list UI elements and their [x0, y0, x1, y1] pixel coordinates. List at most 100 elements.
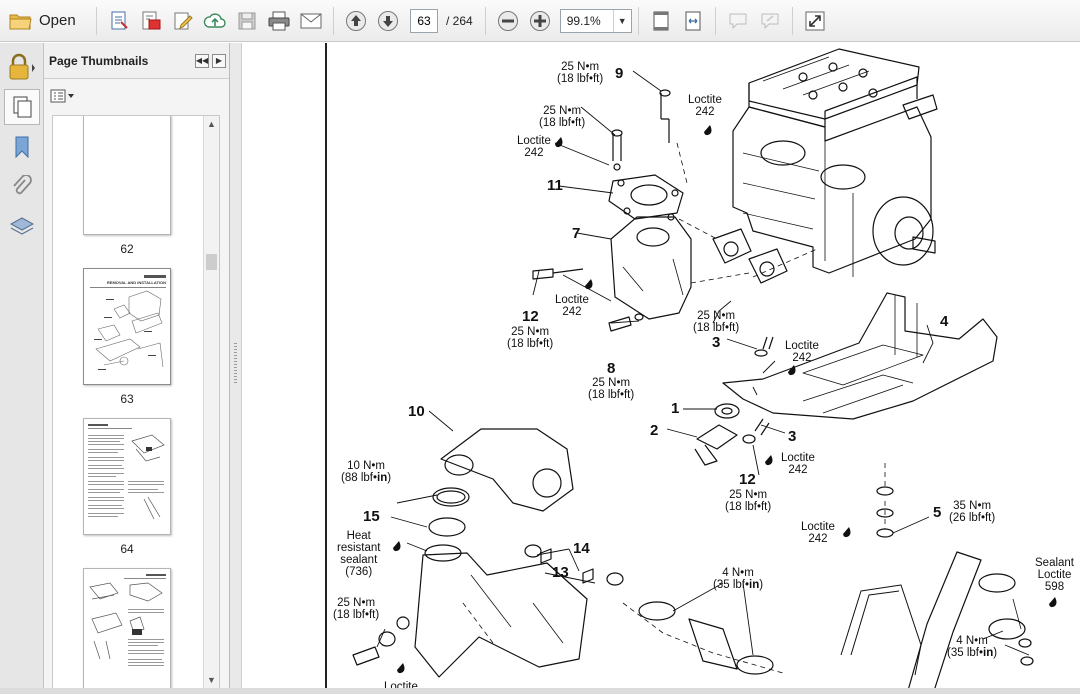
torque-unit-pre: (88 lbf•	[341, 472, 377, 484]
toolbar-separator	[791, 6, 793, 35]
torque-value: 25 N•m	[697, 310, 736, 322]
minus-circle-icon	[497, 10, 518, 31]
torque-unit-post: )	[759, 579, 764, 591]
envelope-icon	[300, 13, 322, 28]
callout-10: 10	[408, 403, 425, 420]
scrollbar-thumb[interactable]	[206, 254, 217, 270]
thumbnail-preview: REMOVAL AND INSTALLATION	[90, 275, 166, 370]
sealant-code: 242	[808, 533, 828, 545]
thumbnail-page-64[interactable]	[83, 418, 171, 535]
document-view[interactable]: 9 11 7 12 8 4 3 1 2 3 12 5 10 15 14 13 2…	[243, 43, 1080, 694]
previous-page-button[interactable]	[340, 6, 372, 36]
sign-button[interactable]	[754, 6, 786, 36]
horizontal-scrollbar[interactable]	[0, 688, 1080, 694]
sealant-name: Loctite	[688, 94, 722, 106]
callout-7: 7	[572, 225, 581, 242]
torque-unit-in: in	[377, 472, 388, 484]
double-chevron-left-icon: ◀◀	[195, 56, 209, 65]
torque-label-12-left: 25 N•m (18 lbf•ft)	[507, 326, 553, 350]
email-button[interactable]	[295, 6, 327, 36]
thumbnail-page-62[interactable]	[83, 116, 171, 235]
loctite-label: Loctite 242	[801, 521, 835, 545]
thumbnail-label: 62	[120, 242, 134, 256]
collapse-panel-button[interactable]: ◀◀	[195, 53, 209, 68]
next-page-button[interactable]	[372, 6, 404, 36]
torque-value: 35 N•m	[953, 500, 992, 512]
sealant-line: Heat	[346, 530, 371, 542]
thumbnail-list[interactable]: 62 REMOVAL AND INSTALLATION	[52, 115, 220, 689]
open-button[interactable]: Open	[4, 6, 90, 36]
sealant-line: Loctite	[1037, 569, 1072, 581]
arrow-up-circle-icon	[346, 10, 366, 31]
zoom-out-button[interactable]	[492, 6, 524, 36]
chevron-right-icon: ▶	[215, 56, 223, 65]
edit-pdf-button[interactable]	[167, 6, 199, 36]
callout-12-left: 12	[522, 308, 539, 325]
thumbnail-scrollbar[interactable]: ▲ ▼	[203, 116, 219, 688]
printer-icon	[268, 11, 290, 30]
bookmarks-button[interactable]	[4, 129, 40, 165]
torque-label-9: 25 N•m (18 lbf•ft)	[557, 61, 603, 85]
lock-icon	[9, 53, 35, 80]
expand-panel-button[interactable]: ▶	[212, 53, 226, 68]
callout-1: 1	[671, 400, 680, 417]
panel-splitter[interactable]	[230, 43, 242, 694]
panel-header: Page Thumbnails ◀◀ ▶	[44, 43, 229, 79]
main-toolbar: Open	[0, 0, 1080, 42]
torque-value-imperial: (18 lbf•ft)	[539, 117, 586, 129]
callout-15: 15	[363, 508, 380, 525]
callout-12-right: 12	[739, 471, 756, 488]
fit-page-button[interactable]	[645, 6, 677, 36]
page-number-input[interactable]	[410, 8, 438, 33]
zoom-value: 99.1%	[566, 13, 601, 28]
upload-cloud-button[interactable]	[199, 6, 231, 36]
torque-value: 25 N•m	[592, 377, 631, 389]
page-thumbnails-button[interactable]	[4, 89, 40, 125]
navigation-pane-strip	[0, 43, 44, 694]
loctite-label: Loctite 242	[555, 294, 589, 318]
sealant-line: (736)	[345, 566, 373, 578]
paperclip-icon	[13, 175, 32, 195]
attachments-button[interactable]	[4, 169, 40, 205]
lock-button[interactable]	[4, 49, 40, 85]
splitter-grip	[234, 343, 237, 383]
thumbnail-page-63[interactable]: REMOVAL AND INSTALLATION	[83, 268, 171, 385]
torque-value: 4 N•m	[956, 635, 988, 647]
toolbar-separator	[637, 6, 639, 35]
sealant-line: sealant	[340, 554, 378, 566]
torque-unit-pre: (35 lbf•	[713, 579, 749, 591]
comment-button[interactable]	[722, 6, 754, 36]
speech-bubble-icon	[729, 13, 747, 29]
exploded-parts-diagram	[352, 48, 1057, 694]
zoom-level-select[interactable]: 99.1% ▼	[559, 8, 632, 33]
torque-unit-pre: (35 lbf•	[947, 647, 983, 659]
loctite-label: Loctite 242	[781, 452, 815, 476]
full-screen-button[interactable]	[799, 6, 831, 36]
fit-width-button[interactable]	[677, 6, 709, 36]
torque-value: 10 N•m	[347, 460, 385, 472]
thumbnail-page-65[interactable]	[83, 568, 171, 688]
loctite-label: Loctite 242	[517, 135, 551, 159]
callout-11: 11	[547, 177, 563, 194]
torque-unit-post: )	[993, 647, 998, 659]
sealant-name: Loctite	[785, 340, 819, 352]
loctite-label: Loctite 242	[785, 340, 819, 364]
chevron-down-icon[interactable]: ▼	[612, 9, 631, 32]
scroll-down-arrow[interactable]: ▼	[207, 675, 216, 685]
torque-unit-in: in	[749, 579, 760, 591]
save-button[interactable]	[231, 6, 263, 36]
torque-label-12-right: 25 N•m (18 lbf•ft)	[725, 489, 771, 513]
print-button[interactable]	[263, 6, 295, 36]
export-pdf-button[interactable]	[135, 6, 167, 36]
thumbnail-label: 64	[120, 542, 134, 556]
thumbnail-label: 63	[120, 392, 134, 406]
thumbnail-options[interactable]	[44, 79, 229, 113]
torque-unit-in: in	[983, 647, 994, 659]
callout-13: 13	[552, 564, 569, 581]
fit-page-icon	[653, 11, 669, 30]
zoom-in-button[interactable]	[524, 6, 556, 36]
callout-4: 4	[940, 313, 949, 330]
scroll-up-arrow[interactable]: ▲	[207, 119, 216, 129]
create-pdf-button[interactable]	[103, 6, 135, 36]
layers-button[interactable]	[4, 209, 40, 245]
